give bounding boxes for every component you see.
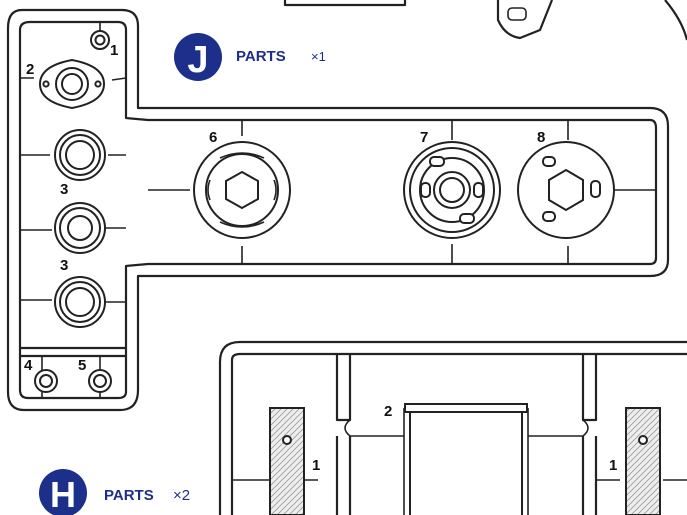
j-sprue-badge: J <box>174 33 222 81</box>
part-8-rotor <box>517 141 615 239</box>
h-left-hatched-part <box>269 407 305 515</box>
top-partial-frame <box>283 0 687 41</box>
j-part-number: 7 <box>420 129 428 146</box>
h-right-hatched-part <box>625 407 661 515</box>
h-parts-label: PARTS <box>104 487 154 504</box>
j-badge-letter: J <box>187 39 208 81</box>
part-6-rotor <box>193 141 291 239</box>
part-4-ring <box>34 369 58 393</box>
part-3-ring-a <box>54 129 106 181</box>
j-part-number: 5 <box>78 357 86 374</box>
h-badge-letter: H <box>50 474 76 515</box>
j-part-number: 3 <box>60 257 68 274</box>
h-part-number: 2 <box>384 403 392 420</box>
part-7-rotor <box>403 141 501 239</box>
part-3-ring-c <box>54 276 106 328</box>
j-multiplier: ×1 <box>311 49 326 64</box>
j-sprue-frame <box>6 8 670 412</box>
j-part-number: 1 <box>110 42 118 59</box>
j-part-number: 3 <box>60 181 68 198</box>
j-part-number: 4 <box>24 357 33 374</box>
j-part-number: 6 <box>209 129 217 146</box>
h-part-number: 1 <box>312 457 320 474</box>
h-part-number: 1 <box>609 457 617 474</box>
j-part-number: 2 <box>26 61 34 78</box>
part-3-ring-b <box>54 202 106 254</box>
h-multiplier: ×2 <box>173 487 190 504</box>
part-5-ring <box>88 369 112 393</box>
h-sprue-badge: H <box>39 469 87 515</box>
j-part-number: 8 <box>537 129 545 146</box>
j-parts-label: PARTS <box>236 48 286 65</box>
part-1-ring <box>90 22 110 50</box>
part-2-flange <box>38 58 106 110</box>
